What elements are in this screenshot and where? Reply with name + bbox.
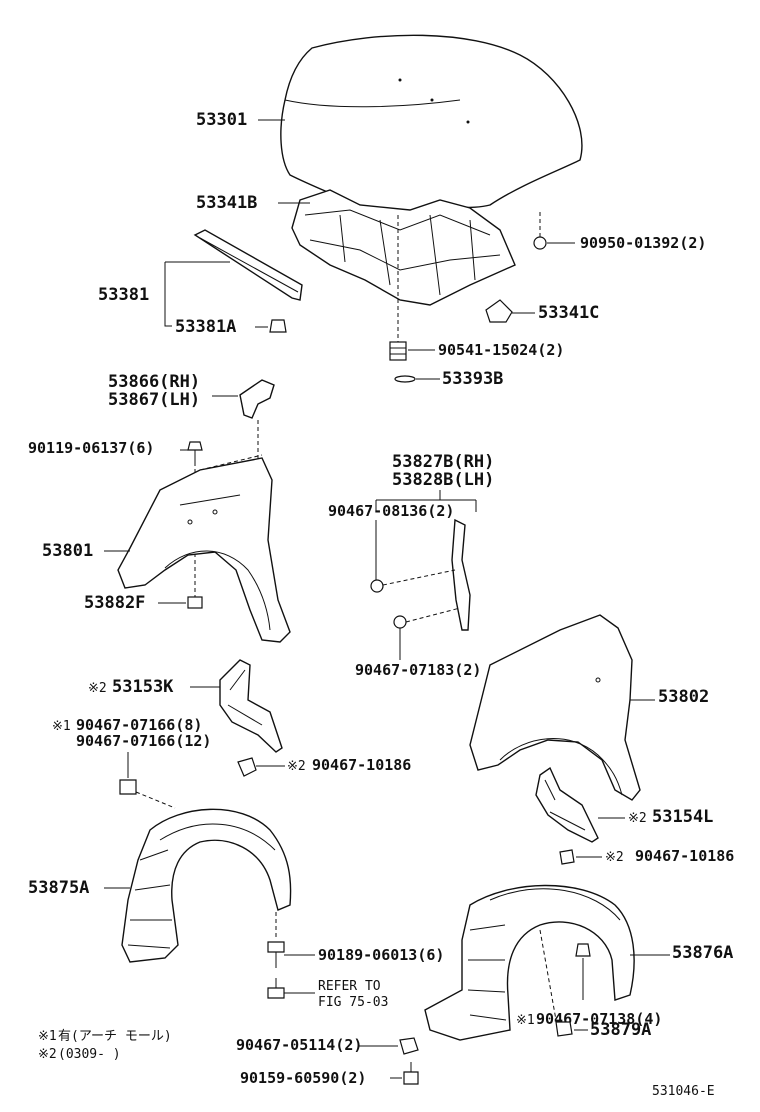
bolt-refer[interactable] [267, 978, 285, 999]
mark-2-a: ※2 [88, 681, 107, 696]
clip-90467-07166[interactable] [119, 779, 137, 795]
front-fender-53801[interactable] [117, 457, 291, 643]
callout-53867: 53867(LH) [108, 390, 200, 410]
figure-code: 531046-E [652, 1084, 715, 1099]
ring-53393B[interactable] [394, 375, 416, 383]
fender-bracket-53866[interactable] [239, 379, 275, 419]
clip-53879A[interactable] [555, 1021, 573, 1037]
callout-53828B: 53828B(LH) [392, 470, 494, 490]
callout-53153K: 53153K [112, 677, 174, 697]
callout-53154L: 53154L [652, 807, 713, 827]
fender-liner-53876A[interactable] [424, 884, 635, 1041]
callout-53393B: 53393B [442, 369, 503, 389]
callout-53879A: 53879A [590, 1020, 651, 1040]
clip-90467-07138[interactable] [575, 943, 591, 957]
callout-90541-15024: 90541-15024(2) [438, 341, 564, 359]
bracket-53153K[interactable] [219, 659, 283, 753]
mark-1-b: ※1 [516, 1013, 535, 1028]
callout-53301: 53301 [196, 110, 247, 130]
clip-90467-10186-a[interactable] [237, 757, 257, 777]
note-2-text: (0309- ) [58, 1047, 121, 1062]
callout-53341C: 53341C [538, 303, 599, 323]
callout-90467-05114: 90467-05114(2) [236, 1036, 362, 1054]
callout-53827B: 53827B(RH) [392, 452, 494, 472]
callout-90159-60590: 90159-60590(2) [240, 1069, 366, 1087]
callout-90467-07166-8: 90467-07166(8) [76, 716, 202, 734]
stopper-90541[interactable] [389, 341, 407, 361]
callout-53802: 53802 [658, 687, 709, 707]
callout-90467-10186-a: 90467-10186 [312, 756, 411, 774]
mark-1-a: ※1 [52, 719, 71, 734]
mark-2-d: ※2 [605, 850, 624, 865]
note-1-mark: ※1 [38, 1029, 57, 1044]
clip-90467-07183[interactable] [393, 615, 407, 629]
hood-inner-panel[interactable] [291, 189, 516, 306]
callout-53801: 53801 [42, 541, 93, 561]
hood-panel[interactable] [280, 34, 583, 219]
clip-90950[interactable] [533, 212, 575, 250]
callout-53882F: 53882F [84, 593, 145, 613]
callout-90950-01392: 90950-01392(2) [580, 234, 706, 252]
mark-2-c: ※2 [628, 811, 647, 826]
bolt-90189[interactable] [267, 941, 285, 968]
bracket-53154L[interactable] [535, 766, 599, 843]
callout-90189-06013: 90189-06013(6) [318, 946, 444, 964]
bolt-90159[interactable] [403, 1062, 419, 1085]
front-fender-53802[interactable] [469, 614, 641, 801]
callout-refer-to: REFER TO [318, 979, 381, 994]
callout-53381A: 53381A [175, 317, 236, 337]
clip-90467-08136[interactable] [370, 579, 384, 593]
callout-53875A: 53875A [28, 878, 89, 898]
note-2-mark: ※2 [38, 1047, 57, 1062]
mark-2-b: ※2 [287, 759, 306, 774]
callout-90467-10186-b: 90467-10186 [635, 847, 734, 865]
fender-seal-53827B[interactable] [451, 518, 471, 631]
clip-90467-05114[interactable] [399, 1037, 419, 1055]
clip-53381A[interactable] [269, 319, 287, 333]
callout-53876A: 53876A [672, 943, 733, 963]
callout-90119-06137: 90119-06137(6) [28, 439, 154, 457]
callout-90467-07183: 90467-07183(2) [355, 661, 481, 679]
note-1-text: 有(アーチ モール) [58, 1029, 172, 1044]
fender-liner-53875A[interactable] [121, 808, 292, 963]
callout-90467-08136: 90467-08136(2) [328, 502, 454, 520]
callout-90467-07166-12: 90467-07166(12) [76, 732, 211, 750]
clip-90467-10186-b[interactable] [559, 849, 575, 865]
clip-53882F[interactable] [187, 596, 203, 609]
hood-seal-53381[interactable] [193, 229, 303, 301]
callout-53866: 53866(RH) [108, 372, 200, 392]
bolt-90119[interactable] [187, 441, 203, 462]
cushion-53341C[interactable] [485, 299, 535, 323]
callout-refer-fig: FIG 75-03 [318, 995, 388, 1010]
callout-53381: 53381 [98, 285, 149, 305]
callout-53341B: 53341B [196, 193, 257, 213]
